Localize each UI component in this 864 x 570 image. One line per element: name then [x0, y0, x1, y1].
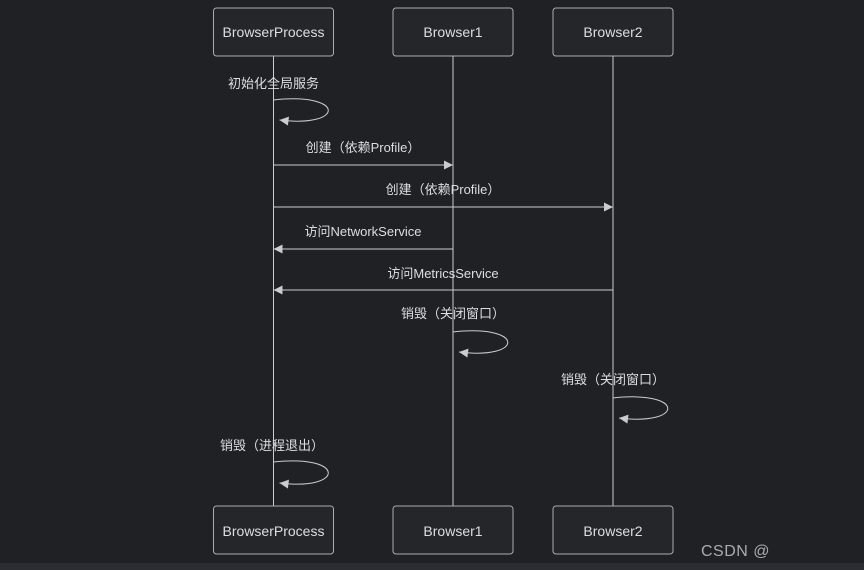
actor-bottom-browserprocess: [213, 505, 334, 555]
self-loop-browserprocess-init: [273, 98, 329, 126]
message-label-create-browser1: 创建（依赖Profile）: [306, 140, 421, 155]
message-label-init-global-services: 初始化全局服务: [228, 76, 319, 91]
footer-strip: [0, 563, 864, 570]
message-label-access-metricsservice: 访问MetricsService: [387, 266, 498, 281]
actor-top-browser1-label: Browser1: [423, 24, 482, 40]
actor-top-browserprocess-label: BrowserProcess: [223, 24, 325, 40]
actor-top-browser1: [392, 7, 514, 57]
actor-bottom-browser2-label: Browser2: [583, 523, 642, 539]
self-loop-browser1-destroy: [452, 330, 509, 358]
actor-bottom-browser1: [392, 505, 514, 555]
message-label-access-networkservice: 访问NetworkService: [304, 224, 421, 239]
actor-bottom-browserprocess-label: BrowserProcess: [223, 523, 325, 539]
actor-top-browserprocess: [213, 7, 334, 57]
message-label-destroy-browser2: 销毁（关闭窗口）: [561, 372, 665, 387]
actor-top-browser2: [552, 7, 674, 57]
actor-bottom-browser1-label: Browser1: [423, 523, 482, 539]
actor-bottom-browser2: [552, 505, 674, 555]
csdn-watermark: CSDN @: [701, 543, 771, 560]
self-loop-browser2-destroy: [612, 396, 669, 424]
self-loop-browserprocess-destroy: [273, 460, 329, 489]
message-label-destroy-browser1: 销毁（关闭窗口）: [401, 306, 505, 321]
message-label-destroy-browserprocess: 销毁（进程退出）: [220, 438, 324, 453]
actor-top-browser2-label: Browser2: [583, 24, 642, 40]
message-label-create-browser2: 创建（依赖Profile）: [386, 182, 501, 197]
